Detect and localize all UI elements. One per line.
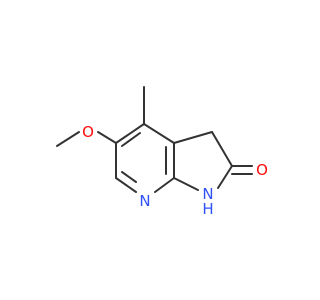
bond-c6-n7 xyxy=(115,177,137,193)
bond-c3-c2 xyxy=(211,131,233,167)
atom-nitrogen-pyridine: N xyxy=(139,192,150,210)
atom-oxygen-methoxy: O xyxy=(82,123,94,141)
bond-c6-n7-inner xyxy=(121,171,137,183)
atom-nitrogen-lactam: N xyxy=(202,185,213,203)
bond-c3a-c4 xyxy=(143,123,175,144)
molecule-diagram: O N N H O xyxy=(56,86,268,218)
bond-c2-n1 xyxy=(217,165,233,189)
bond-c4-c5 xyxy=(115,123,145,144)
atom-hydrogen-lactam: H xyxy=(202,200,213,218)
bond-n7-c7a xyxy=(154,177,175,193)
bond-o-methyl xyxy=(56,131,80,147)
bond-c3a-c3 xyxy=(173,131,213,144)
bond-n1-c7a xyxy=(173,177,199,191)
atom-oxygen-carbonyl: O xyxy=(256,161,268,179)
bond-c5-o xyxy=(97,131,117,144)
bond-c4-c5-inner xyxy=(121,132,141,147)
